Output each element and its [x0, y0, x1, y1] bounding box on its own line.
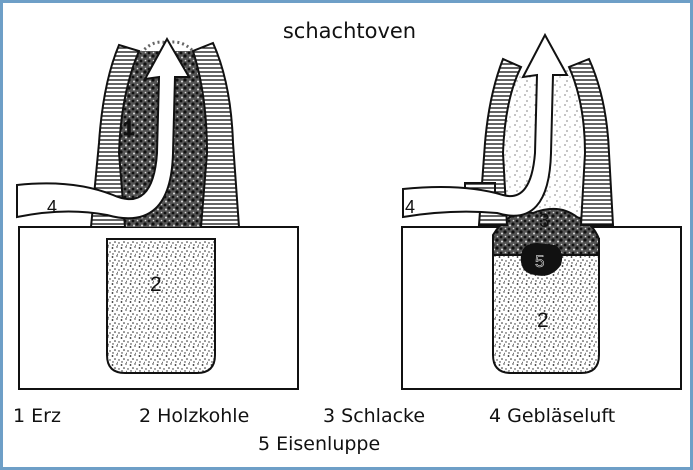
- right-label-holzkohle: 2: [537, 309, 549, 332]
- legend-item-holzkohle: 2 Holzkohle: [139, 405, 249, 427]
- legend-item-erz: 1 Erz: [13, 405, 61, 427]
- legend-item-geblaeseluft: 4 Gebläseluft: [489, 405, 615, 427]
- right-airflow-arrow: [403, 35, 567, 217]
- left-label-geblaeseluft: 4: [47, 197, 57, 217]
- right-label-schlacke: 3: [539, 211, 550, 232]
- left-furnace: [17, 39, 298, 389]
- left-label-holzkohle: 2: [150, 273, 162, 296]
- left-label-erz: 1: [123, 118, 134, 140]
- furnace-diagram: 1 2 4 3 5 2 4: [3, 3, 693, 470]
- right-label-eisenluppe: 5: [535, 252, 544, 271]
- diagram-title: schachtoven: [3, 19, 693, 43]
- legend: 1 Erz 2 Holzkohle 3 Schlacke 4 Gebläselu…: [3, 405, 693, 465]
- right-label-geblaeseluft: 4: [405, 197, 415, 217]
- legend-item-eisenluppe: 5 Eisenluppe: [258, 433, 380, 455]
- legend-item-schlacke: 3 Schlacke: [323, 405, 425, 427]
- left-hearth-charcoal: [107, 239, 215, 373]
